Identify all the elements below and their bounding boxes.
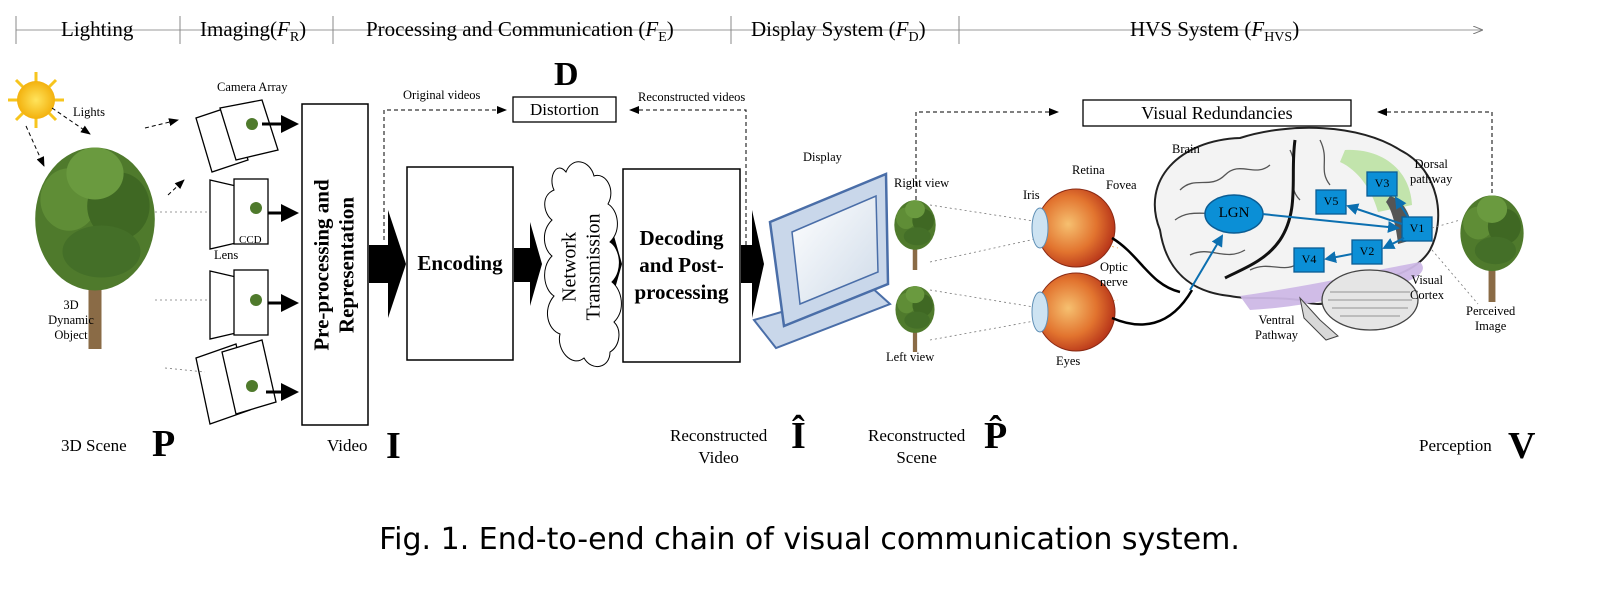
left-view-label: Left view — [886, 350, 935, 364]
right-view-tree-icon — [894, 200, 936, 270]
ccd-label: CCD — [239, 234, 262, 246]
perception-symbol: V — [1508, 425, 1536, 467]
camera-array-label: Camera Array — [217, 80, 288, 94]
reconstructed-videos-label: Reconstructed videos — [638, 90, 746, 104]
v4-node — [1293, 247, 1325, 273]
stage-lighting: Lighting — [61, 17, 134, 41]
stage-display: Display System (FD) — [751, 17, 926, 46]
v1-node — [1401, 216, 1433, 242]
distortion-symbol: D — [554, 56, 579, 93]
retina-label: Retina — [1072, 163, 1105, 177]
recon-video-symbol: Î — [791, 415, 806, 457]
sun-icon — [8, 72, 64, 128]
monitor-icon — [752, 172, 892, 350]
brain-icon — [1153, 126, 1440, 341]
stage-hvs: HVS System (FHVS) — [1130, 17, 1300, 46]
recon-scene-symbol: P̂ — [984, 415, 1008, 457]
optic-nerve — [1111, 236, 1194, 326]
lights-label: Lights — [73, 105, 105, 119]
lens-label: Lens — [214, 248, 239, 262]
original-videos-label: Original videos — [403, 88, 481, 102]
v2-node — [1351, 239, 1383, 265]
perception-label: Perception — [1419, 436, 1492, 455]
left-view-tree-icon — [895, 286, 935, 352]
scene-symbol: P — [152, 423, 176, 465]
v3-node — [1366, 171, 1398, 197]
network-cloud — [544, 161, 622, 367]
encoding-box — [406, 166, 514, 361]
encoding-label: Encoding — [417, 251, 503, 275]
brain-label: Brain — [1172, 142, 1200, 156]
camera-tree-icons — [246, 118, 262, 392]
distortion-box — [512, 96, 617, 123]
v5-label: V5 — [1323, 194, 1339, 208]
v3-label: V3 — [1374, 176, 1390, 190]
right-view-label: Right view — [894, 176, 950, 190]
video-label: Video — [327, 436, 368, 455]
preprocessing-box — [301, 103, 369, 426]
figure-caption: Fig. 1. End-to-end chain of visual commu… — [379, 522, 1240, 557]
v1-label: V1 — [1409, 221, 1425, 235]
camera-array — [195, 99, 279, 425]
visual-redundancies-box — [1082, 99, 1352, 127]
v4-label: V4 — [1301, 252, 1317, 266]
stage-imaging: Imaging(FR) — [200, 17, 307, 46]
iris-label: Iris — [1023, 188, 1040, 202]
stage-processing: Processing and Communication (FE) — [366, 17, 674, 46]
lgn-label: LGN — [1218, 205, 1250, 221]
eyes-label: Eyes — [1056, 354, 1081, 368]
stage-axis — [15, 16, 1482, 44]
visual-redundancies-label: Visual Redundancies — [1141, 102, 1293, 123]
perceived-image-tree-icon — [1460, 195, 1524, 302]
eyes-icon — [1031, 188, 1116, 352]
v5-node — [1315, 189, 1347, 215]
distortion-label: Distortion — [530, 99, 599, 119]
video-symbol: I — [386, 425, 401, 467]
fovea-label: Fovea — [1106, 178, 1137, 192]
v2-label: V2 — [1359, 244, 1375, 258]
display-label: Display — [803, 150, 842, 164]
decoding-box — [622, 168, 741, 363]
scene-label: 3D Scene — [61, 436, 127, 455]
